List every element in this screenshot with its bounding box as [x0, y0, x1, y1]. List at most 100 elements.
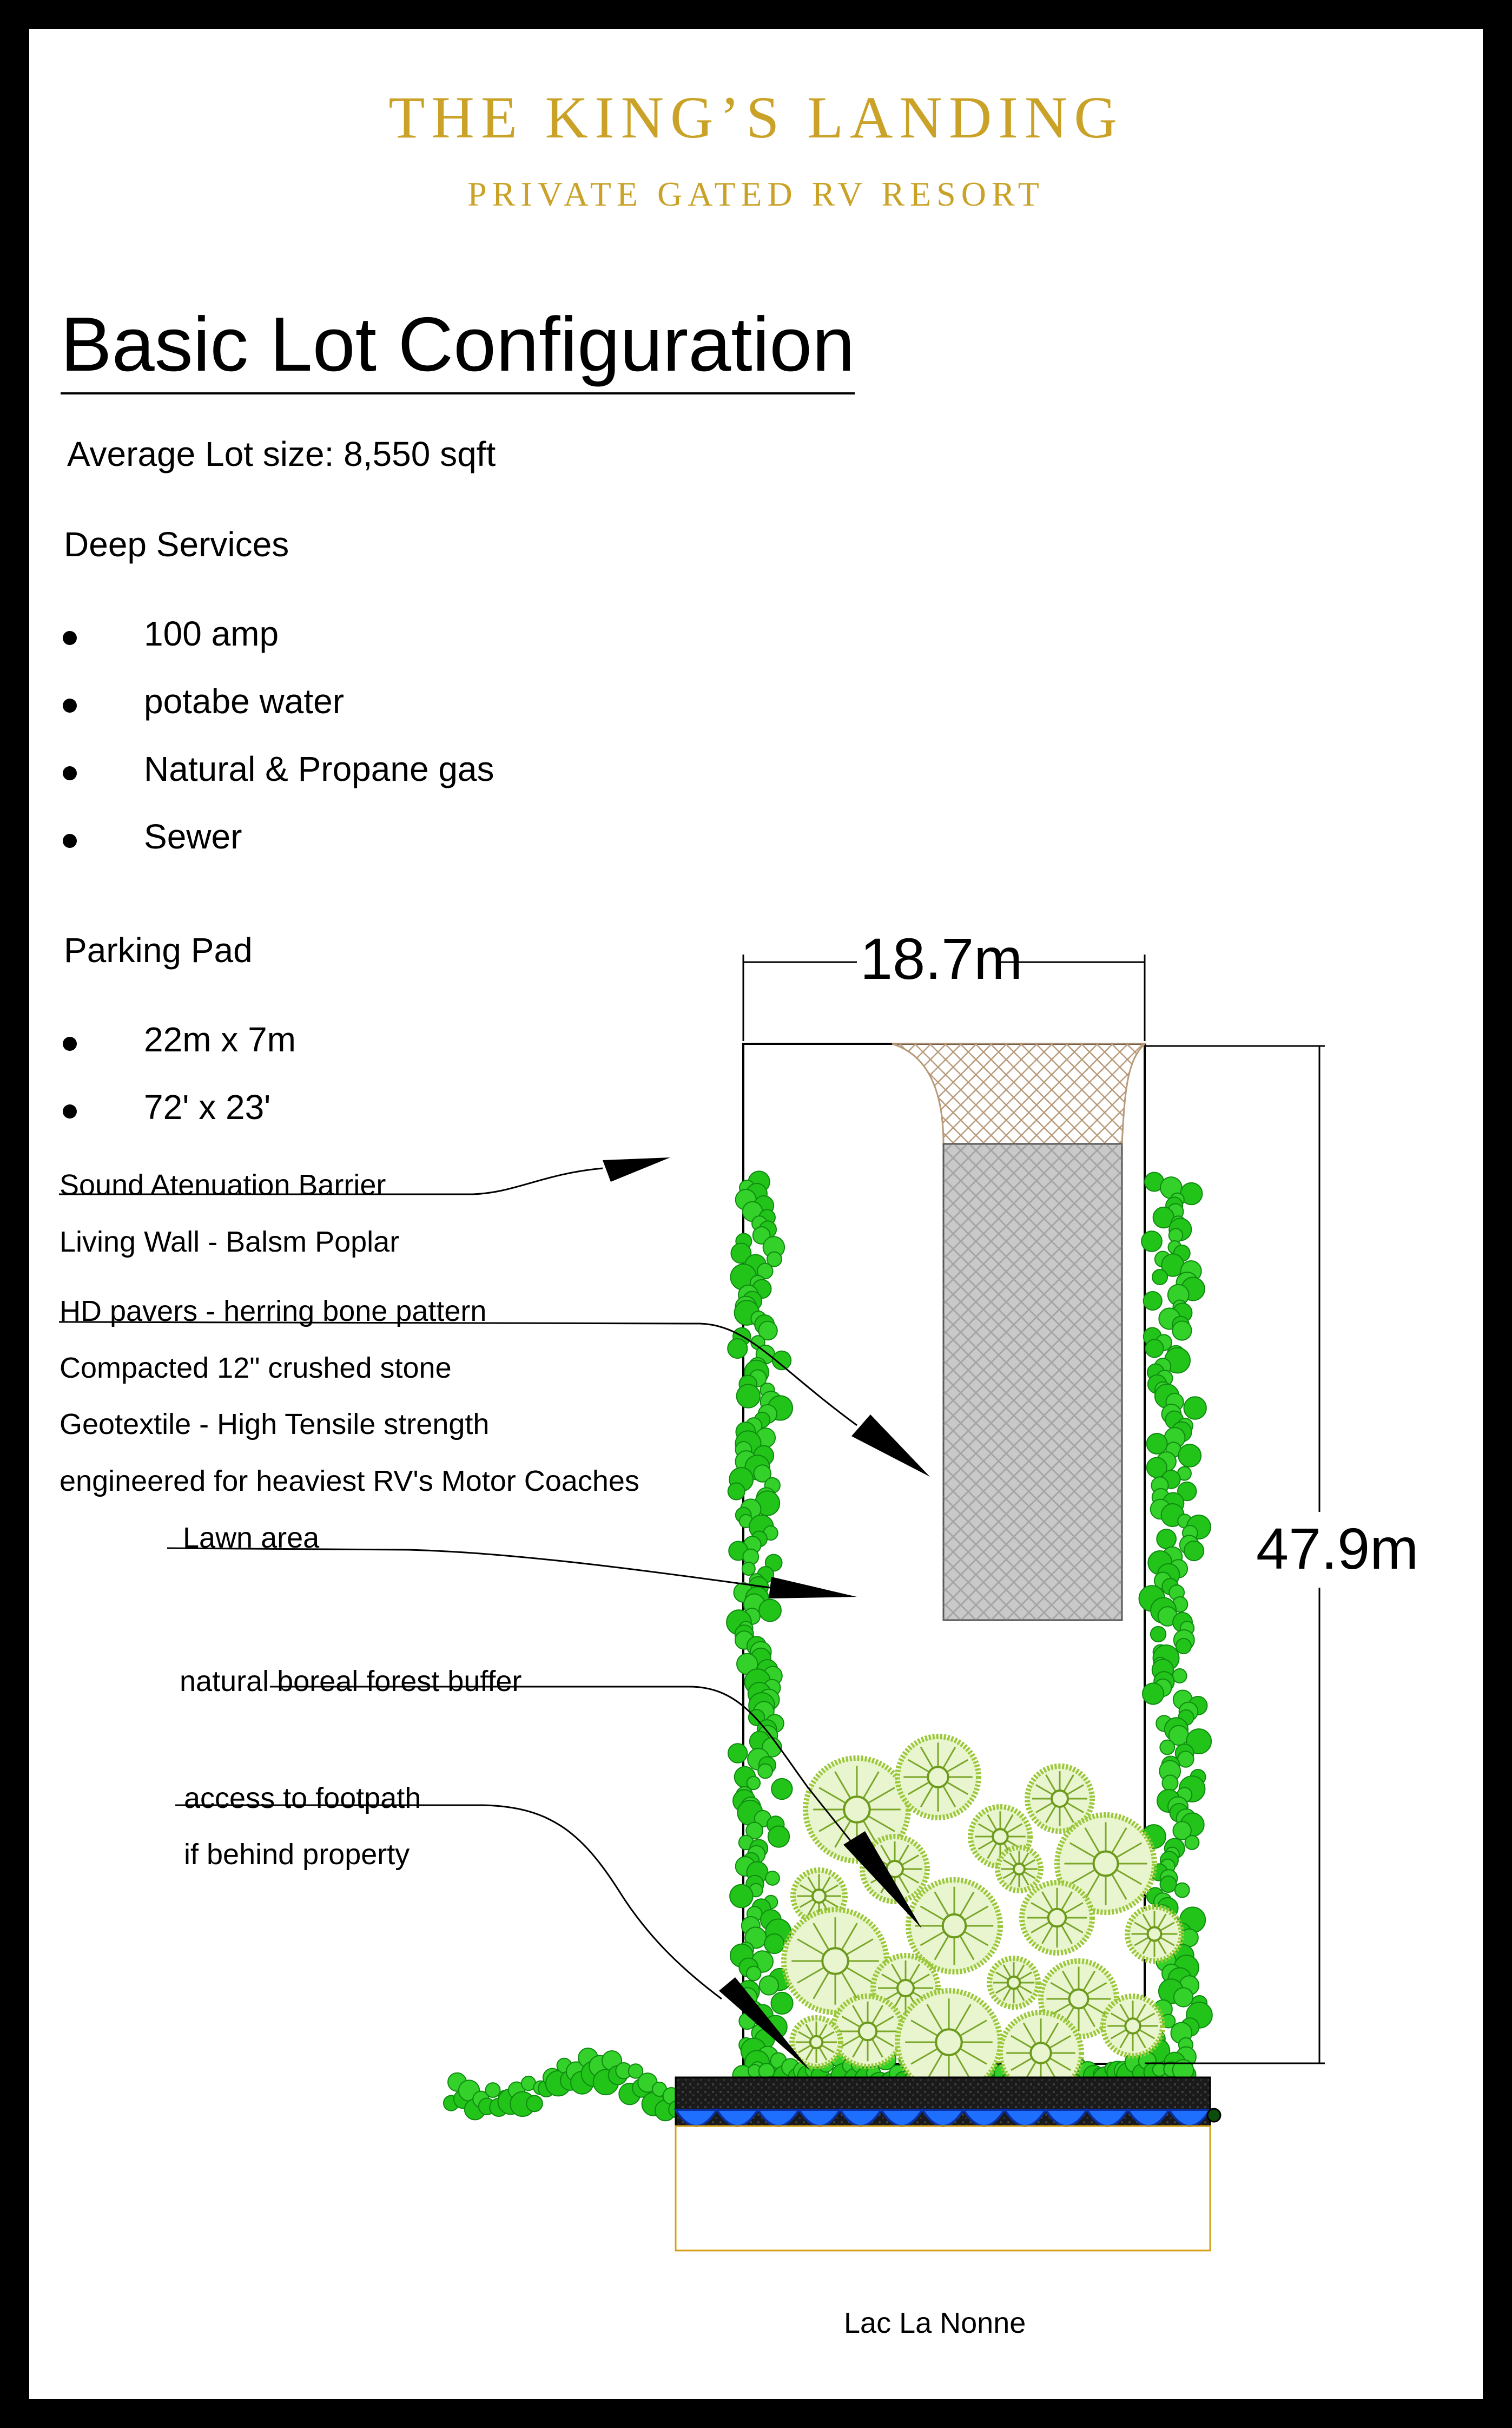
lake-outline — [675, 2125, 1211, 2252]
shrub — [1142, 1682, 1165, 1705]
shrub — [1172, 1320, 1192, 1341]
page: THE KING’S LANDING PRIVATE GATED RV RESO… — [29, 29, 1483, 2399]
lot-diagram — [58, 955, 1325, 2252]
shrub — [1150, 1626, 1167, 1643]
driveway — [892, 1043, 1147, 1145]
arrow-sound-barrier — [603, 1157, 670, 1182]
arrow-hd-pavers — [851, 1414, 930, 1477]
brand-subtitle: PRIVATE GATED RV RESORT — [467, 175, 1045, 213]
label-crushed-stone: Compacted 12" crushed stone — [60, 1352, 452, 1384]
lake-label: Lac La Nonne — [844, 2307, 1026, 2339]
shrub — [1174, 1882, 1190, 1898]
shrub — [736, 1384, 761, 1409]
shrub — [1161, 1774, 1179, 1792]
label-geotextile: Geotextile - High Tensile strength — [60, 1408, 490, 1440]
shrub — [1177, 1481, 1197, 1502]
shore-post — [1206, 2108, 1222, 2123]
parking-pad-heading: Parking Pad — [64, 931, 253, 970]
forest-buffer — [781, 1734, 1184, 2096]
arrow-lawn — [769, 1577, 857, 1598]
arrow-footpath — [719, 1977, 811, 2071]
shrub — [1177, 1751, 1194, 1768]
shrub — [1186, 1728, 1212, 1754]
shrub — [765, 1871, 780, 1886]
parking-item: 72' x 23' — [144, 1088, 271, 1127]
shrub — [771, 1350, 792, 1371]
tree-canopy — [789, 2015, 843, 2069]
shrub — [727, 1743, 748, 1764]
tree-canopy — [895, 1734, 981, 1820]
tree-canopy — [906, 1877, 1003, 1975]
shrub — [1183, 1540, 1205, 1562]
shrub — [628, 2063, 644, 2079]
shrub — [730, 1242, 752, 1264]
label-living-wall: Living Wall - Balsm Poplar — [60, 1226, 400, 1258]
shrub — [727, 1338, 748, 1359]
label-engineered: engineered for heaviest RV's Motor Coach… — [60, 1465, 639, 1497]
tree-canopy — [1019, 1880, 1095, 1956]
leader-footpath — [175, 1804, 722, 2000]
shrub — [764, 1554, 783, 1572]
shrub — [1146, 1433, 1168, 1455]
label-footpath: access to footpath — [184, 1782, 421, 1814]
shrub — [729, 1884, 754, 1909]
parking-item: 22m x 7m — [144, 1020, 296, 1059]
shrub — [1172, 1668, 1187, 1683]
tree-canopy — [790, 1867, 848, 1925]
service-item: Sewer — [144, 817, 242, 856]
label-forest-buffer: natural boreal forest buffer — [180, 1665, 522, 1697]
shrub — [741, 1561, 756, 1576]
shrub — [1175, 1637, 1192, 1655]
shrub — [1183, 1396, 1207, 1420]
shrub — [771, 1778, 793, 1800]
tree-canopy — [1100, 1993, 1165, 2058]
parking-pad-pattern — [943, 1144, 1122, 1620]
deep-services-heading: Deep Services — [64, 525, 289, 564]
shrub — [727, 1482, 745, 1501]
tree-canopy — [1125, 1904, 1184, 1964]
leader-sound-barrier — [59, 1167, 603, 1195]
shrub — [758, 1320, 778, 1341]
bullet — [63, 1037, 77, 1051]
tree-canopy — [803, 1755, 911, 1864]
dimension-length: 47.9m — [1256, 1516, 1419, 1581]
shrub — [1159, 1739, 1176, 1755]
service-item: potabe water — [144, 682, 345, 721]
shrub — [764, 1933, 785, 1955]
shrub — [746, 1775, 761, 1791]
shrub — [526, 2095, 543, 2113]
bullet — [63, 834, 77, 848]
shrub — [753, 1464, 772, 1483]
leader-forest — [270, 1686, 853, 1843]
shrub — [1172, 1821, 1192, 1840]
label-behind-property: if behind property — [184, 1838, 410, 1871]
shrub — [758, 1598, 782, 1622]
tree-canopy — [860, 1834, 930, 1904]
tree-canopy — [1054, 1812, 1157, 1915]
service-item: 100 amp — [144, 614, 279, 653]
shrub — [1184, 1835, 1200, 1850]
bullet — [63, 631, 77, 645]
leader-hd-pavers — [58, 1321, 857, 1426]
shrub — [745, 1821, 763, 1840]
shrub — [1143, 1291, 1163, 1311]
dimension-width: 18.7m — [860, 926, 1023, 991]
shrub — [1173, 1987, 1194, 2008]
bullet — [63, 766, 77, 780]
shrub — [1145, 1339, 1164, 1358]
label-hd-pavers: HD pavers - herring bone pattern — [60, 1295, 487, 1327]
shrub — [770, 1991, 794, 2015]
shrub — [1156, 1529, 1177, 1549]
shrub — [1178, 1444, 1202, 1468]
shrub — [766, 1251, 782, 1267]
label-sound-barrier: Sound Atenuation Barrier — [60, 1169, 386, 1201]
shrub — [757, 1262, 774, 1280]
shrub — [757, 1763, 773, 1779]
page-title: Basic Lot Configuration — [61, 302, 855, 395]
tree-canopy — [987, 1956, 1041, 2010]
tree-canopy — [830, 1993, 906, 2069]
shrub — [758, 1975, 780, 1996]
bullet — [63, 1104, 77, 1118]
arrow-forest — [843, 1831, 922, 1929]
shrub — [1168, 1228, 1184, 1243]
